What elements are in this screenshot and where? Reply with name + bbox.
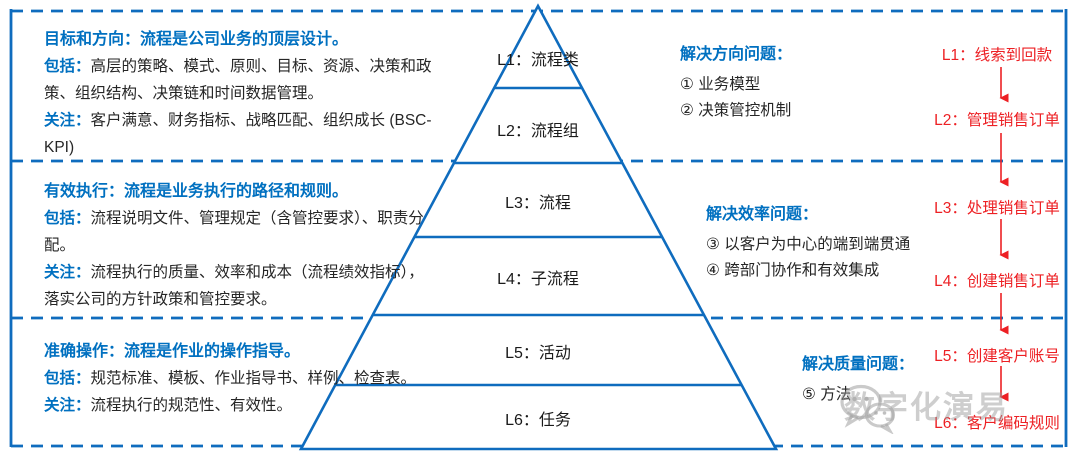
section-direction: 目标和方向：流程是公司业务的顶层设计。 包括：高层的策略、模式、原则、目标、资源… bbox=[44, 26, 442, 161]
section-operation-focus: 关注：流程执行的规范性、有效性。 bbox=[44, 397, 293, 414]
problem-direction-item-2: ② 决策管控机制 bbox=[680, 102, 792, 119]
pyramid-shape bbox=[298, 3, 779, 451]
problem-quality-item-1: ⑤ 方法 bbox=[802, 386, 852, 403]
section-direction-title: 目标和方向：流程是公司业务的顶层设计。 bbox=[44, 31, 349, 48]
problem-block-direction: 解决方向问题： ① 业务模型 ② 决策管控机制 bbox=[680, 42, 792, 124]
flow-label-l2: L2：管理销售订单 bbox=[934, 112, 1060, 129]
pyramid-level-l2: L2：流程组 bbox=[497, 123, 579, 140]
section-direction-include: 包括：高层的策略、模式、原则、目标、资源、决策和政策、组织结构、决策链和时间数据… bbox=[44, 58, 432, 102]
flow-label-l4: L4：创建销售订单 bbox=[934, 273, 1060, 290]
section-execution-title: 有效执行：流程是业务执行的路径和规则。 bbox=[44, 183, 349, 200]
problem-quality-title: 解决质量问题： bbox=[802, 356, 915, 373]
problem-block-efficiency: 解决效率问题： ③ 以客户为中心的端到端贯通 ④ 跨部门协作和有效集成 bbox=[706, 202, 910, 284]
section-execution-include: 包括：流程说明文件、管理规定（含管控要求）、职责分配。 bbox=[44, 210, 424, 254]
problem-efficiency-item-1: ③ 以客户为中心的端到端贯通 bbox=[706, 236, 911, 253]
problem-efficiency-item-2: ④ 跨部门协作和有效集成 bbox=[706, 262, 880, 279]
section-execution-focus: 关注：流程执行的质量、效率和成本（流程绩效指标），落实公司的方针政策和管控要求。 bbox=[44, 264, 424, 308]
pyramid-level-l4: L4：子流程 bbox=[497, 271, 579, 288]
pyramid-level-l3: L3：流程 bbox=[505, 195, 571, 212]
pyramid-level-l5: L5：活动 bbox=[505, 345, 571, 362]
pyramid-level-l6: L6：任务 bbox=[505, 412, 571, 429]
problem-block-quality: 解决质量问题： ⑤ 方法 bbox=[802, 352, 914, 408]
section-direction-focus: 关注：客户满意、财务指标、战略匹配、组织成长 (BSC-KPI) bbox=[44, 112, 432, 156]
section-operation-include: 包括：规范标准、模板、作业指导书、样例、检查表。 bbox=[44, 370, 417, 387]
section-operation: 准确操作：流程是作业的操作指导。 包括：规范标准、模板、作业指导书、样例、检查表… bbox=[44, 338, 428, 419]
flow-label-l1: L1：线索到回款 bbox=[941, 47, 1053, 64]
problem-efficiency-title: 解决效率问题： bbox=[706, 206, 819, 223]
section-operation-title: 准确操作：流程是作业的操作指导。 bbox=[44, 343, 301, 360]
section-execution: 有效执行：流程是业务执行的路径和规则。 包括：流程说明文件、管理规定（含管控要求… bbox=[44, 178, 428, 313]
watermark: 数字化演易 bbox=[838, 382, 1009, 434]
pyramid-level-l1: L1：流程类 bbox=[497, 52, 579, 69]
problem-direction-title: 解决方向问题： bbox=[680, 46, 793, 63]
flow-label-l6: L6：客户编码规则 bbox=[934, 415, 1060, 432]
flow-label-l3: L3：处理销售订单 bbox=[934, 200, 1060, 217]
flow-label-l5: L5：创建客户账号 bbox=[934, 348, 1060, 365]
problem-direction-item-1: ① 业务模型 bbox=[680, 76, 761, 93]
